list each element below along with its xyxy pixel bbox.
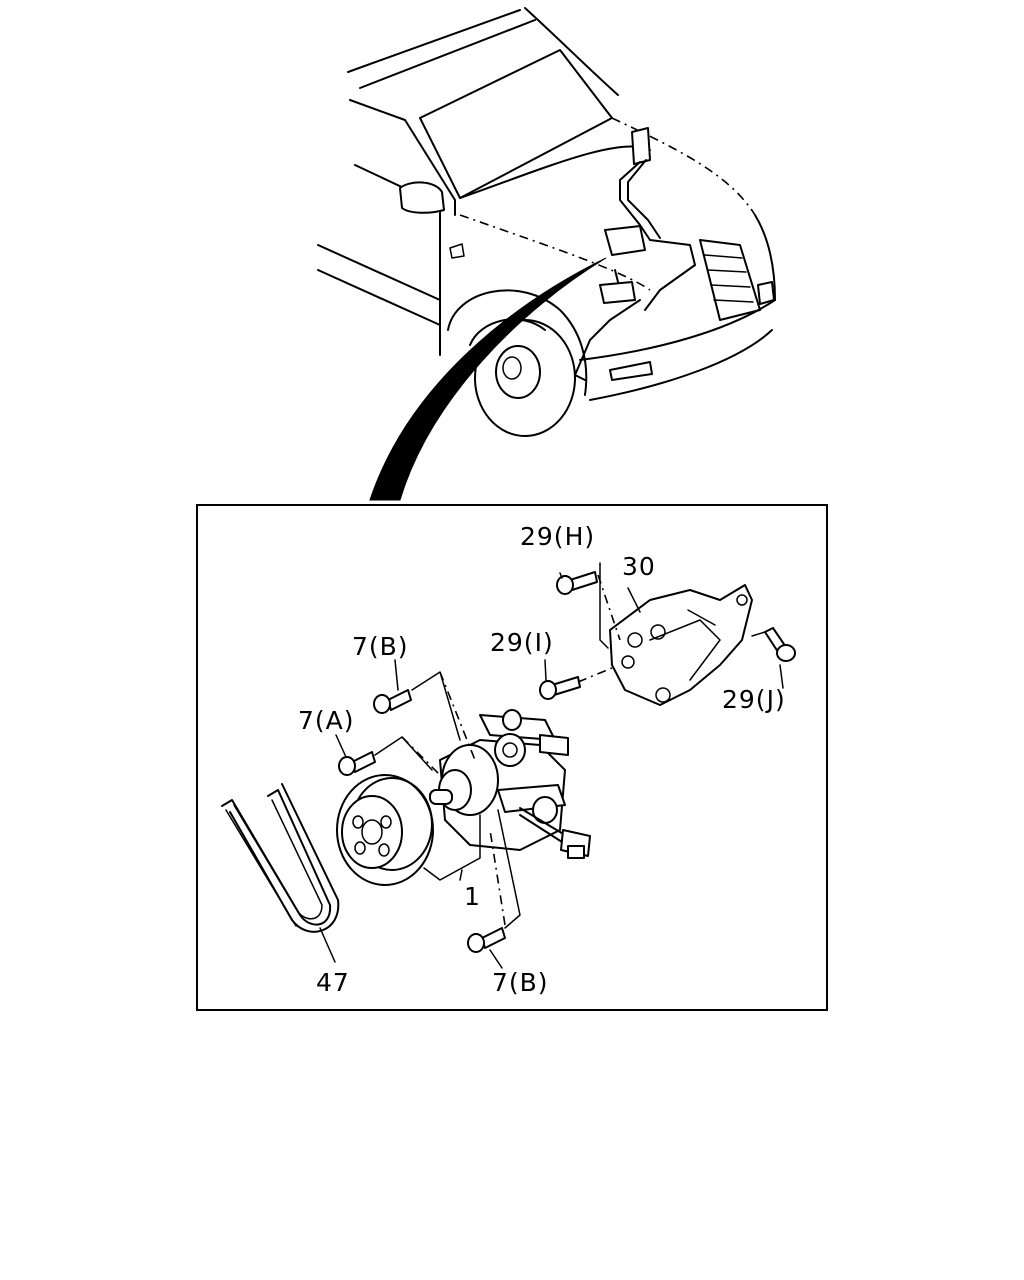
bolt-7b-top bbox=[373, 689, 412, 714]
bracket-30 bbox=[609, 584, 753, 706]
callout-29i: 29(I) bbox=[490, 628, 554, 657]
drive-belt-47 bbox=[221, 783, 340, 933]
pulley bbox=[336, 774, 434, 886]
callout-29h: 29(H) bbox=[520, 522, 595, 551]
callout-7b-top: 7(B) bbox=[352, 632, 409, 661]
callout-47: 47 bbox=[316, 968, 350, 997]
callout-7a: 7(A) bbox=[298, 706, 355, 735]
callout-1: 1 bbox=[464, 882, 481, 911]
bolt-7b-bottom bbox=[467, 927, 506, 953]
leader-lines bbox=[319, 562, 784, 969]
bolt-29j bbox=[764, 627, 796, 662]
bolt-7a bbox=[338, 751, 376, 776]
bolt-29i bbox=[539, 676, 581, 700]
vehicle-overview bbox=[317, 7, 776, 501]
detail-frame bbox=[196, 504, 828, 1011]
callout-7b-bottom: 7(B) bbox=[492, 968, 549, 997]
bolt-29h bbox=[556, 571, 598, 595]
callout-30: 30 bbox=[622, 552, 656, 581]
callout-29j: 29(J) bbox=[722, 685, 786, 714]
power-steering-pump-1 bbox=[429, 709, 591, 859]
